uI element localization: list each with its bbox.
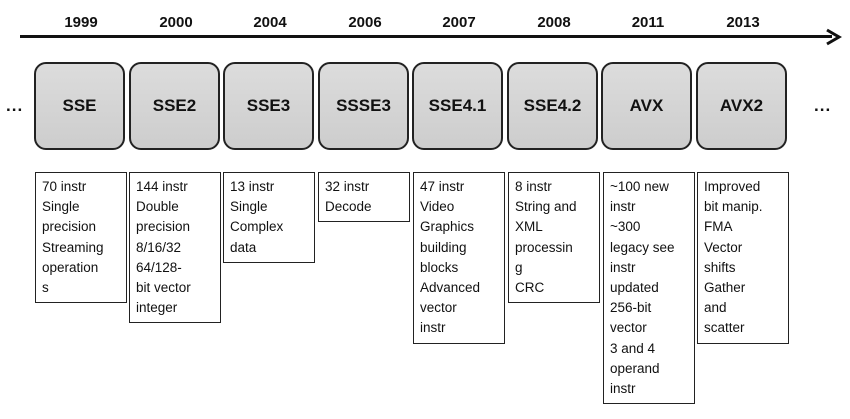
extension-chip-sse: SSE: [34, 62, 125, 150]
year-label: 2004: [253, 14, 287, 31]
extension-details: 144 instr Double precision 8/16/32 64/12…: [129, 172, 221, 324]
extension-chip-sse4-2: SSE4.2: [507, 62, 598, 150]
extension-chip-avx2: AVX2: [696, 62, 787, 150]
extension-details: 70 instr Single precision Streaming oper…: [35, 172, 127, 304]
year-label: 2007: [442, 14, 476, 31]
extension-chip-sse3: SSE3: [223, 62, 314, 150]
extension-details: 32 instr Decode: [318, 172, 410, 223]
extension-details: 8 instr String and XML processin g CRC: [508, 172, 600, 304]
arrow-right-icon: [826, 28, 842, 46]
extension-chip-sse2: SSE2: [129, 62, 220, 150]
ellipsis-right: ...: [814, 96, 832, 115]
ellipsis-left: ...: [6, 96, 24, 115]
year-label: 2000: [159, 14, 193, 31]
year-label: 2011: [631, 14, 665, 31]
extension-details: 13 instr Single Complex data: [223, 172, 315, 263]
year-label: 2006: [348, 14, 382, 31]
extension-chip-sse4-1: SSE4.1: [412, 62, 503, 150]
extension-details: ~100 new instr ~300 legacy see instr upd…: [603, 172, 695, 405]
extension-chip-ssse3: SSSE3: [318, 62, 409, 150]
year-label: 2013: [726, 14, 760, 31]
year-label: 1999: [64, 14, 98, 31]
extension-chip-avx: AVX: [601, 62, 692, 150]
year-label: 2008: [537, 14, 571, 31]
extension-details: Improved bit manip. FMA Vector shifts Ga…: [697, 172, 789, 344]
extension-details: 47 instr Video Graphics building blocks …: [413, 172, 505, 344]
timeline-axis: [20, 35, 832, 38]
